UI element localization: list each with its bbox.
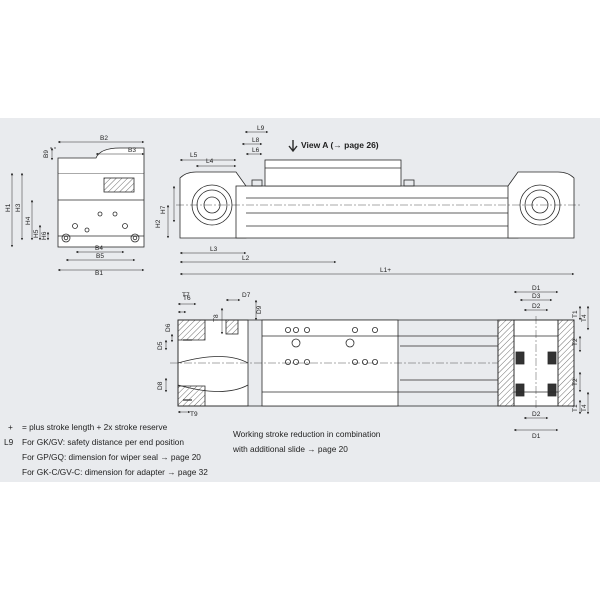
dim-h1: H1 xyxy=(5,203,12,212)
dim-b4: B4 xyxy=(95,245,103,252)
dim-t9: T9 xyxy=(190,411,198,418)
dim-l5: L5 xyxy=(190,152,198,159)
end-view xyxy=(10,140,145,272)
dim-b3: B3 xyxy=(128,147,136,154)
legend-l9-key: L9 xyxy=(4,437,14,447)
dim-l4: L4 xyxy=(206,158,214,165)
dim-d2-top: D2 xyxy=(532,303,541,310)
dim-h4: H4 xyxy=(25,216,32,225)
dim-d1-top: D1 xyxy=(532,285,541,292)
dim-d6: D6 xyxy=(165,323,172,332)
dim-b1: B1 xyxy=(95,270,103,277)
side-view xyxy=(166,130,580,276)
dim-d7: D7 xyxy=(242,292,251,299)
dim-h5: H5 xyxy=(33,229,40,238)
dim-l1: L1+ xyxy=(380,267,391,274)
dim-l2: L2 xyxy=(242,255,250,262)
dim-b2: B2 xyxy=(100,135,108,142)
dim-h2: H2 xyxy=(155,219,162,228)
dim-d3: D3 xyxy=(532,293,541,300)
dim-l3: L3 xyxy=(210,246,218,253)
section-view xyxy=(497,290,590,432)
plan-view xyxy=(164,298,510,414)
dim-d8: D8 xyxy=(157,381,164,390)
dim-t4-bottom: T4 xyxy=(581,404,588,412)
dim-d1-bottom: D1 xyxy=(532,433,541,440)
legend-plus-text: = plus stroke length + 2x stroke reserve xyxy=(22,422,168,432)
legend-plus-key: + xyxy=(8,422,13,432)
dim-t2-top: T2 xyxy=(572,338,579,346)
dim-b5: B5 xyxy=(96,253,104,260)
dim-d2-bottom: D2 xyxy=(532,411,541,418)
dim-l9: L9 xyxy=(257,125,265,132)
dim-d9: D9 xyxy=(256,305,263,314)
dim-b9: B9 xyxy=(43,150,50,158)
dim-h3: H3 xyxy=(15,203,22,212)
dim-l6: L6 xyxy=(252,147,260,154)
legend-l9-text: For GK/GV: safety distance per end posit… xyxy=(22,437,185,447)
dim-d5: D5 xyxy=(157,341,164,350)
dim-t4-top: T4 xyxy=(581,314,588,322)
working-stroke-line1: Working stroke reduction in combination xyxy=(233,429,381,439)
view-a-label: View A (→ page 26) xyxy=(301,140,379,150)
dim-h6: H6 xyxy=(41,231,48,240)
legend-gp-text: For GP/GQ: dimension for wiper seal → pa… xyxy=(22,452,201,462)
dim-t2-bottom: T2 xyxy=(572,378,579,386)
dim-t8: T8 xyxy=(213,314,220,322)
dim-h7: H7 xyxy=(160,205,167,214)
dim-t7: T7 xyxy=(182,292,190,299)
dim-l8: L8 xyxy=(252,137,260,144)
dim-t6: T6 xyxy=(183,295,191,302)
working-stroke-line2: with additional slide → page 20 xyxy=(233,444,348,454)
dim-t1-bottom: T1 xyxy=(572,404,579,412)
legend-gk-text: For GK-C/GV-C: dimension for adapter → p… xyxy=(22,467,208,477)
dim-t1-top: T1 xyxy=(572,310,579,318)
